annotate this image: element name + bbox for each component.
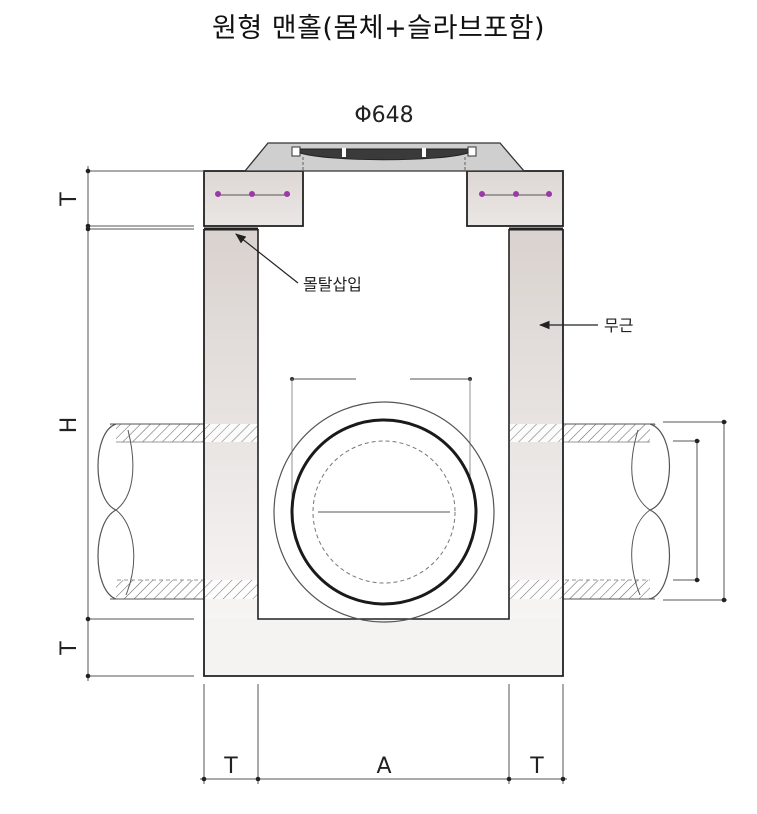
left-wall-pipe-hatch-top bbox=[204, 424, 258, 442]
opening-outer-circle bbox=[273, 401, 495, 623]
right-wall-pipe-hatch-top bbox=[509, 424, 563, 442]
top-slab-left bbox=[203, 170, 304, 227]
pipe-inner-circle bbox=[312, 440, 456, 584]
mortar-label: 몰탈삽입 bbox=[303, 275, 362, 294]
left-wall-thickness-label: T bbox=[223, 754, 238, 779]
rebar-dot bbox=[513, 191, 519, 197]
pipe-left-bottom-hatch bbox=[110, 580, 204, 599]
chamber-outline bbox=[257, 229, 510, 620]
rebar-dot bbox=[546, 191, 552, 197]
bottom-thickness-label: T bbox=[57, 641, 82, 656]
body-outline bbox=[203, 229, 564, 677]
cover-frame bbox=[243, 142, 526, 172]
rebar-dot bbox=[479, 191, 485, 197]
chamber-width-label: A bbox=[376, 754, 391, 779]
height-label: H bbox=[57, 417, 82, 434]
mortar-leader-arrow bbox=[235, 233, 299, 284]
base-slab bbox=[204, 619, 563, 676]
diameter-label: Φ648 bbox=[354, 103, 413, 128]
right-wall-pipe-hatch-bottom bbox=[509, 580, 563, 599]
rebar-dot bbox=[249, 191, 255, 197]
pipe-left-break bbox=[97, 423, 118, 600]
dimensions bbox=[86, 166, 727, 784]
rebar-dot bbox=[215, 191, 221, 197]
pipe-right-break bbox=[648, 423, 671, 600]
pipe-opening bbox=[273, 377, 495, 623]
rebar-label: 무근 bbox=[604, 316, 633, 335]
pipe-left bbox=[97, 423, 204, 600]
top-slab bbox=[203, 170, 564, 227]
top-thickness-label: T bbox=[57, 192, 82, 207]
dimension-dots bbox=[85, 168, 727, 782]
right-wall-thickness-label: T bbox=[529, 754, 544, 779]
pipe-left-top-hatch bbox=[110, 424, 204, 442]
diagram-title: 원형 맨홀(몸체+슬라브포함) bbox=[211, 13, 545, 44]
left-wall-pipe-hatch-bottom bbox=[204, 580, 258, 599]
rebar-dot bbox=[284, 191, 290, 197]
top-slab-right bbox=[466, 170, 564, 227]
